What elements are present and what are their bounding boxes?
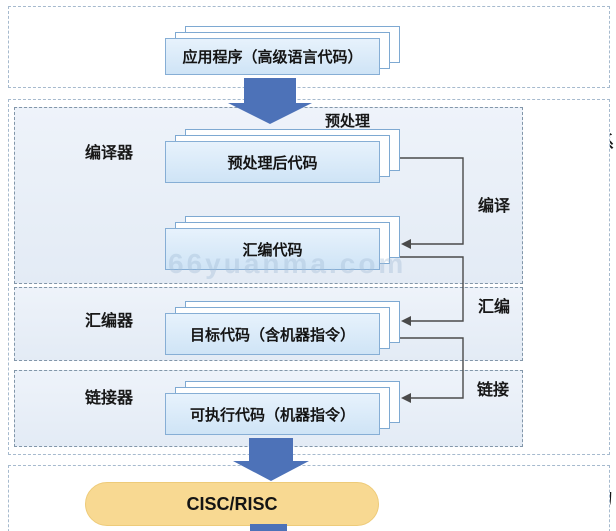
compile-step-label: 编译 bbox=[478, 198, 511, 215]
compiler-label: 编译器 bbox=[85, 145, 134, 162]
preprocess-step-label: 预处理 bbox=[325, 113, 371, 130]
node-isa-pill: CISC/RISC bbox=[85, 482, 379, 526]
assembler-label: 汇编器 bbox=[85, 313, 134, 330]
node-object-code: 目标代码（含机器指令） bbox=[165, 313, 380, 355]
node-executable: 可执行代码（机器指令） bbox=[165, 393, 380, 435]
node-assembly: 汇编代码 bbox=[165, 228, 380, 270]
assemble-step-label: 汇编 bbox=[478, 299, 511, 316]
node-preprocessed: 预处理后代码 bbox=[165, 141, 380, 183]
link-step-label: 链接 bbox=[477, 382, 510, 399]
linker-label: 链接器 bbox=[85, 390, 134, 407]
node-application: 应用程序（高级语言代码） bbox=[165, 38, 380, 75]
